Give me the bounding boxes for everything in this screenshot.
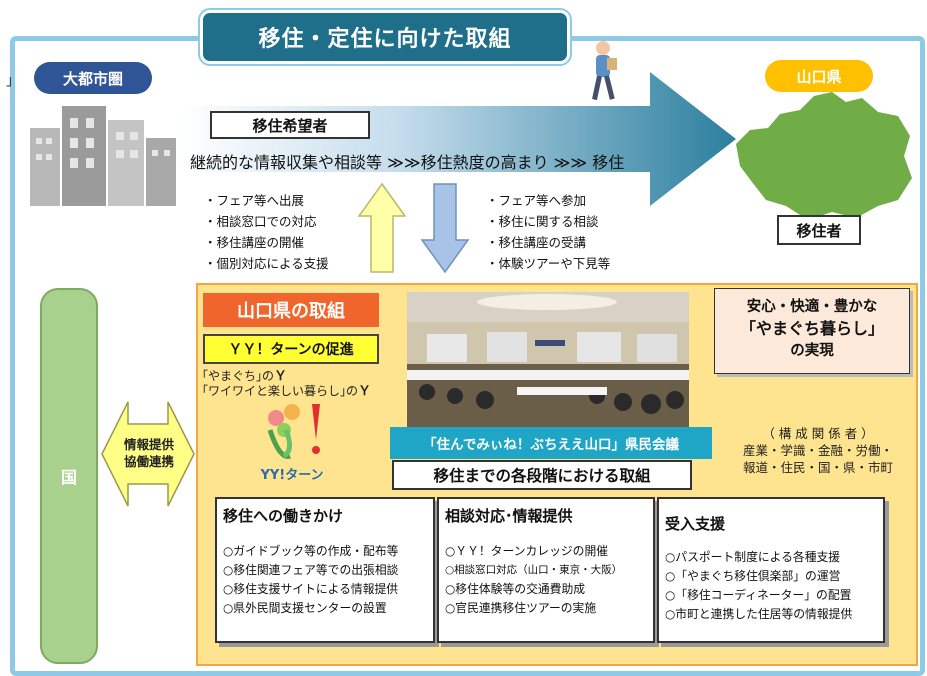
reception-support-column: 受入支援 ○パスポート制度による各種支援 ○「やまぐち移住倶楽部」の運営 ○「移… [657,497,885,643]
diagram-title: 移住・定住に向けた取組 [200,10,570,64]
flow-arrow-shape [180,72,736,206]
column-title: 相談対応･情報提供 [445,507,573,525]
list-item: ○官民連携移住ツアーの実施 [445,601,597,615]
yy-note-1: ｢やまぐち｣の [202,369,275,383]
yy-turn-flower-icon [267,404,320,459]
cooperation-double-arrow [101,401,195,507]
prefectural-council-label: 「住んでみぃね！ぶちええ山口」県民会議 [390,427,712,459]
yamaguchi-label: 山口県 [765,60,873,92]
city-buildings-icon [30,106,176,206]
list-item: ○移住体験等の交通費助成 [445,582,586,596]
goal-statement-box: 安心・快適・豊かな 「やまぐち暮らし」 の実現 [714,288,910,374]
list-item: ・個別対応による支援 [204,256,329,271]
support-up-arrow [357,182,407,273]
yy-note-1-letter: Ｙ [274,369,288,384]
yy-turn-logo: YY!ターン [246,400,338,483]
members-line2: 報道・住民・国・県・市町 [742,460,893,475]
list-item: ○ＹＹ！ターンカレッジの開催 [445,544,609,558]
list-item: ○市町と連携した住居等の情報提供 [665,607,853,621]
list-item: ○県外民間支援センターの設置 [223,601,387,615]
goal-line3: の実現 [790,343,834,359]
goal-line1: 安心・快適・豊かな [746,299,878,315]
request-down-arrow [420,183,470,274]
cooperation-line2: 協働連携 [123,454,174,469]
prefecture-support-list: ・フェア等へ出展 ・相談窓口での対応 ・移住講座の開催 ・個別対応による支援 [204,190,329,274]
metro-area-label: 大都市圏 [34,62,152,94]
list-item: ○相談窓口対応（山口・東京・大阪） [445,564,623,576]
consultation-column: 相談対応･情報提供 ○ＹＹ！ターンカレッジの開催 ○相談窓口対応（山口・東京・大… [437,497,655,643]
list-item: ・フェア等へ参加 [486,193,587,208]
column-title: 移住への働きかけ [223,507,344,525]
cooperation-label: 情報提供 協働連携 [104,436,194,470]
council-meeting-photo [407,292,689,427]
list-item: ・移住に関する相談 [486,214,599,229]
members-heading: （ 構 成 関 係 者 ） [762,426,874,441]
column-title: 受入支援 [665,515,726,533]
walking-person-icon [592,41,617,101]
list-item: ・移住講座の開催 [204,235,305,250]
list-item: ・移住講座の受講 [486,235,587,250]
bracket-mark: 」 [6,73,20,89]
list-item: ○「移住コーディネーター」の配置 [665,588,852,602]
yy-turn-notes: ｢やまぐち｣のＹ ｢ワイワイと楽しい暮らし｣のＹ [202,369,371,399]
council-members: （ 構 成 関 係 者 ） 産業・学識・金融・労働・ 報道・住民・国・県・市町 [720,425,916,476]
list-item: ○パスポート制度による各種支援 [665,550,841,564]
stages-label: 移住までの各段階における取組 [392,460,692,490]
members-line1: 産業・学識・金融・労働・ [742,443,893,458]
applicant-action-list: ・フェア等へ参加 ・移住に関する相談 ・移住講座の受講 ・体験ツアーや下見等 [486,190,610,274]
prefecture-initiatives-title: 山口県の取組 [203,293,379,327]
list-item: ・相談窓口での対応 [204,214,317,229]
yy-note-2-letter: Ｙ [358,384,372,399]
goal-line2: 「やまぐち暮らし」 [739,319,884,338]
cooperation-line1: 情報提供 [123,437,174,452]
list-item: ○移住関連フェア等での出張相談 [223,563,399,577]
migrant-label: 移住者 [777,215,861,245]
list-item: ○「やまぐち移住倶楽部」の運営 [665,569,841,583]
migration-progress-text: 継続的な情報収集や相談等 ≫≫移住熱度の高まり ≫≫ 移住 [190,153,625,172]
yy-turn-logo-text: YY!ターン [260,468,324,483]
yy-note-2: ｢ワイワイと楽しい暮らし｣の [202,384,359,398]
yamaguchi-map-icon [736,92,912,220]
national-government-box: 国 [40,288,98,664]
migration-applicant-label: 移住希望者 [210,111,370,139]
yy-turn-promotion-label: ＹＹ！ターンの促進 [203,334,379,364]
list-item: ・フェア等へ出展 [204,193,305,208]
list-item: ・体験ツアーや下見等 [486,256,611,271]
list-item: ○ガイドブック等の作成・配布等 [223,544,399,558]
list-item: ○移住支援サイトによる情報提供 [223,582,399,596]
outreach-column: 移住への働きかけ ○ガイドブック等の作成・配布等 ○移住関連フェア等での出張相談… [215,497,435,643]
